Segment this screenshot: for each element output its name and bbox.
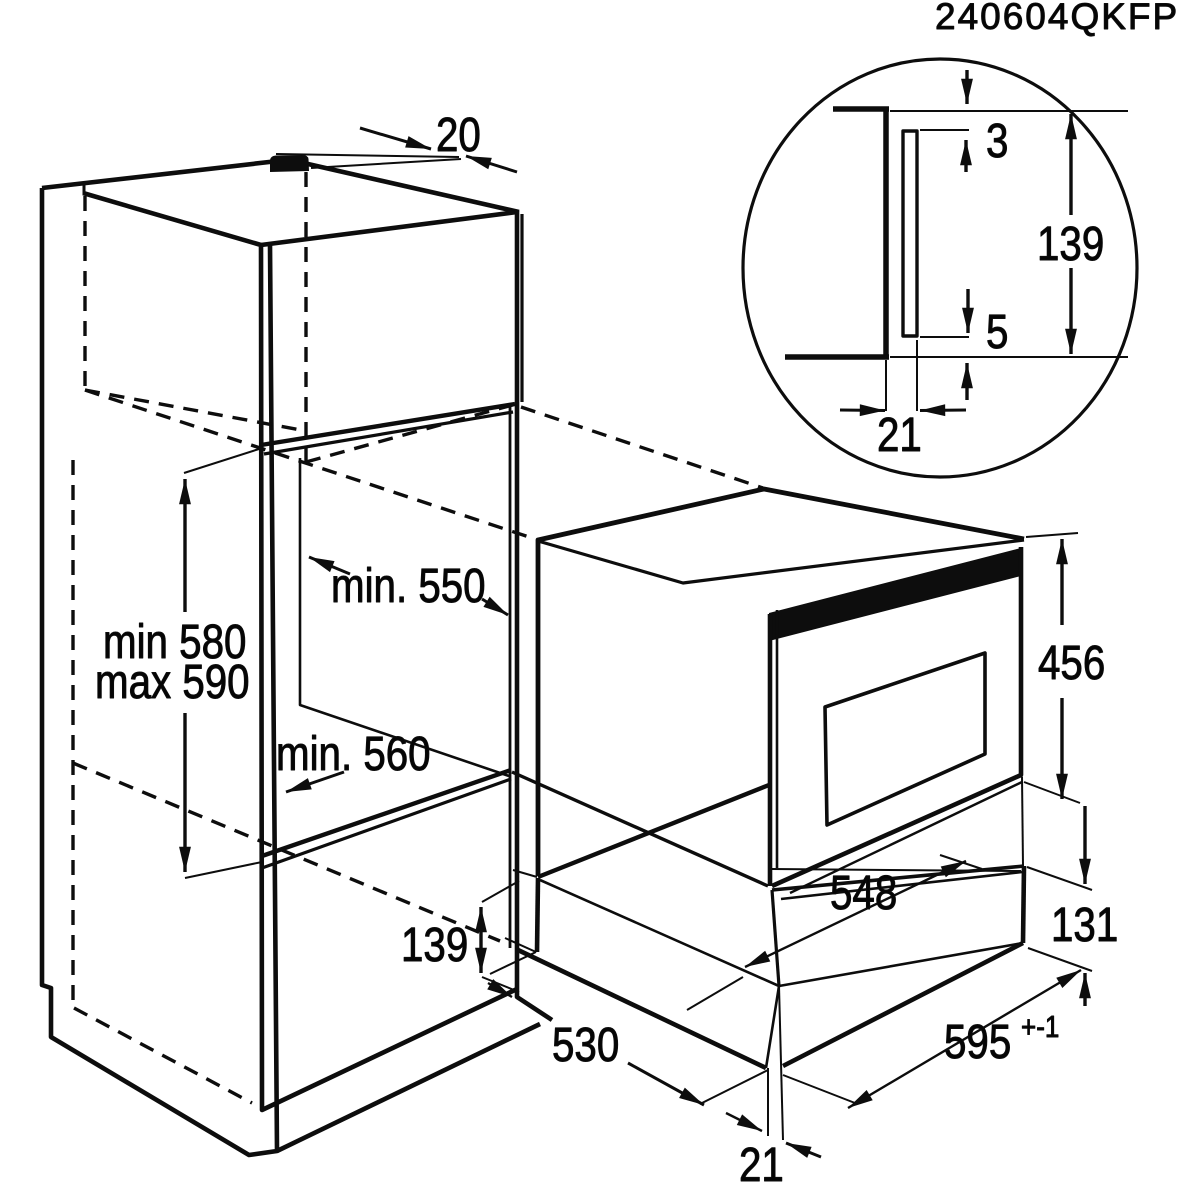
svg-text:+-1: +-1 — [1021, 1010, 1059, 1045]
svg-text:139: 139 — [401, 919, 468, 972]
svg-text:min. 550: min. 550 — [331, 560, 486, 613]
svg-text:21: 21 — [877, 409, 922, 462]
svg-text:min 580: min 580 — [103, 616, 246, 669]
svg-text:139: 139 — [1037, 218, 1104, 271]
svg-text:548: 548 — [830, 867, 897, 920]
svg-text:min. 560: min. 560 — [276, 728, 431, 781]
svg-text:20: 20 — [436, 109, 481, 162]
svg-text:3: 3 — [986, 115, 1008, 168]
svg-text:530: 530 — [552, 1019, 619, 1072]
svg-text:456: 456 — [1038, 637, 1105, 690]
svg-text:21: 21 — [739, 1139, 784, 1192]
svg-text:240604QKFP: 240604QKFP — [935, 0, 1179, 37]
svg-text:131: 131 — [1051, 899, 1118, 952]
svg-text:5: 5 — [986, 306, 1008, 359]
svg-text:max 590: max 590 — [95, 656, 250, 709]
svg-text:595: 595 — [944, 1016, 1011, 1069]
